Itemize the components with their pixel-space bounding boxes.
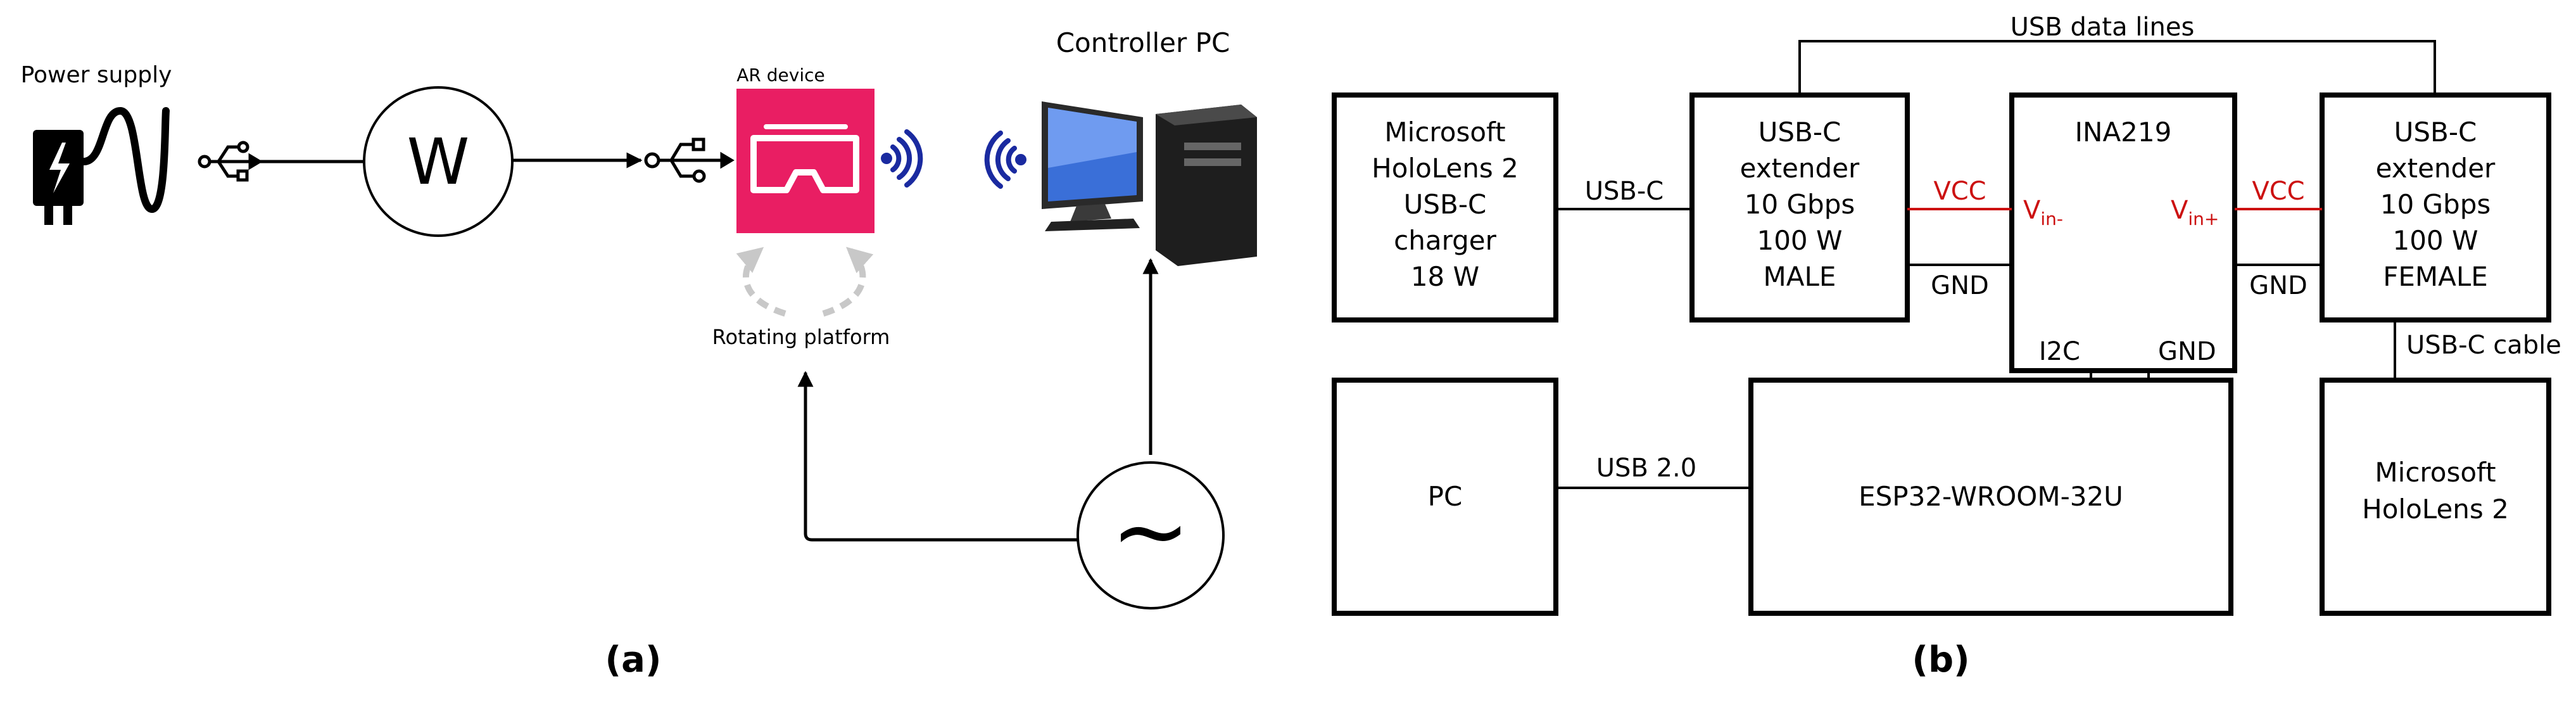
signal-generator <box>1076 461 1225 609</box>
vin-plus-label: Vin+ <box>2171 196 2219 229</box>
charger-line-2: HoloLens 2 <box>1372 153 1518 184</box>
power-supply-label: Power supply <box>21 62 172 88</box>
extender-female-line-4: 100 W <box>2392 225 2478 256</box>
extender-female-line-5: FEMALE <box>2383 261 2488 292</box>
charger-line-3: USB-C <box>1404 189 1487 220</box>
wattmeter-symbol: W <box>407 125 470 199</box>
charger-line-1: Microsoft <box>1384 117 1505 148</box>
hololens-line-2: HoloLens 2 <box>2362 494 2509 525</box>
ar-device-label: AR device <box>736 65 824 86</box>
caption-b: (b) <box>1912 639 1969 680</box>
gnd-esp-label: GND <box>2158 337 2216 366</box>
controller-pc-label: Controller PC <box>1056 27 1230 58</box>
vcc-left-label: VCC <box>1933 177 1986 206</box>
vr-headset-icon <box>750 124 859 193</box>
usb-c-cable-label: USB-C cable <box>2406 331 2561 360</box>
extender-female-line-2: extender <box>2376 153 2496 184</box>
usb-2-label: USB 2.0 <box>1596 454 1696 483</box>
pc-box <box>1332 378 1558 616</box>
extender-female-box <box>2320 93 2551 322</box>
caption-a: (a) <box>605 639 662 680</box>
charger-line-4: charger <box>1394 225 1496 256</box>
i2c-label: I2C <box>2039 337 2080 366</box>
generator-symbol: ~ <box>1111 476 1190 587</box>
charger-icon <box>33 106 170 225</box>
line-generator-to-platform <box>797 371 1078 542</box>
usb-c-label: USB-C <box>1585 177 1664 206</box>
gnd-left-label: GND <box>1931 271 1989 300</box>
rotating-platform-label: Rotating platform <box>712 325 890 349</box>
vcc-right-label: VCC <box>2252 177 2304 206</box>
usb-data-lines-wire <box>1798 40 2436 95</box>
vin-minus-sub: in- <box>2040 208 2063 229</box>
extender-male-line-5: MALE <box>1764 261 1836 292</box>
vin-plus-sub: in+ <box>2188 208 2219 229</box>
usb-icon-ar <box>644 137 735 183</box>
esp32-label: ESP32-WROOM-32U <box>1859 481 2123 512</box>
usb-icon <box>198 141 263 182</box>
panel-b: USB data lines Microsoft HoloLens 2 USB-… <box>1332 13 2561 680</box>
extender-male-line-2: extender <box>1740 153 1860 184</box>
extender-male-box <box>1689 93 1910 322</box>
gnd-right-label: GND <box>2249 271 2308 300</box>
ina219-label: INA219 <box>2075 117 2172 148</box>
pc-label: PC <box>1428 481 1463 512</box>
ar-device-box <box>736 89 874 233</box>
extender-male-line-4: 100 W <box>1757 225 1842 256</box>
extender-female-line-3: 10 Gbps <box>2380 189 2491 220</box>
hololens-line-1: Microsoft <box>2375 457 2496 488</box>
hololens-box <box>2320 378 2551 616</box>
usb-data-lines-label: USB data lines <box>2011 13 2195 42</box>
ina219-box <box>2009 93 2237 373</box>
wireless-icon-pc <box>984 131 1026 189</box>
extender-female-line-1: USB-C <box>2394 117 2477 148</box>
charger-line-5: 18 W <box>1411 261 1479 292</box>
wattmeter <box>363 86 514 237</box>
panel-a: Power supply W <box>21 27 1257 680</box>
extender-male-line-3: 10 Gbps <box>1745 189 1855 220</box>
vin-minus-label: Vin- <box>2023 196 2063 229</box>
vin-plus-main: V <box>2171 196 2188 225</box>
desktop-pc-icon <box>1042 101 1257 266</box>
extender-male-line-1: USB-C <box>1758 117 1841 148</box>
charger-box <box>1332 93 1558 322</box>
wireless-icon <box>881 129 923 188</box>
vin-minus-main: V <box>2023 196 2041 225</box>
esp32-box <box>1748 378 2233 616</box>
rotating-platform-arrows <box>736 246 874 317</box>
